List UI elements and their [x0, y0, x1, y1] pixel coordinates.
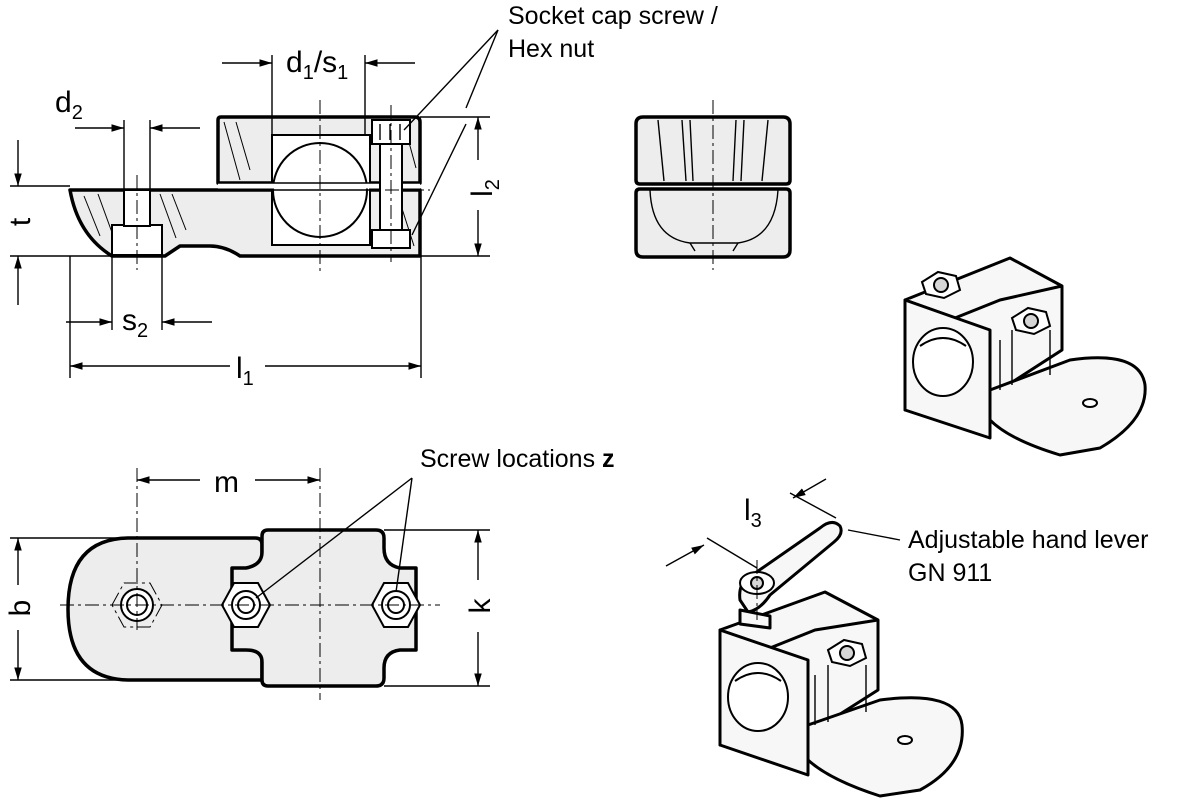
label-b: b [4, 600, 37, 617]
svg-text:l2: l2 [466, 179, 504, 197]
label-k: k [464, 598, 497, 614]
label-l3: l3 [744, 494, 762, 532]
label-l1: l1 [236, 352, 254, 390]
svg-text:d1/s1: d1/s1 [286, 46, 348, 84]
iso-view-with-lever [665, 478, 964, 798]
side-section-view [10, 29, 499, 378]
top-view [10, 468, 490, 700]
callout-screw-locations: Screw locations z [420, 445, 615, 473]
svg-text:s2: s2 [122, 304, 148, 342]
svg-text:l1: l1 [236, 352, 254, 390]
svg-text:t: t [4, 217, 37, 226]
label-d1-s1: d1/s1 [286, 46, 348, 84]
callout-lever-line2: GN 911 [908, 559, 992, 587]
svg-text:b: b [4, 600, 37, 617]
svg-text:d2: d2 [55, 86, 83, 124]
callout-screw-line2: Hex nut [508, 35, 594, 63]
callout-lever-line1: Adjustable hand lever [908, 526, 1148, 554]
label-m: m [214, 466, 239, 499]
label-s2: s2 [122, 304, 148, 342]
iso-view-plain [903, 256, 1147, 457]
svg-text:l3: l3 [744, 494, 762, 532]
label-d2: d2 [55, 86, 83, 124]
front-view [634, 100, 792, 270]
label-l2: l2 [466, 179, 504, 197]
callout-screw-line1: Socket cap screw / [508, 2, 718, 30]
svg-text:m: m [214, 466, 239, 499]
label-t: t [4, 217, 37, 226]
svg-text:k: k [464, 598, 497, 614]
